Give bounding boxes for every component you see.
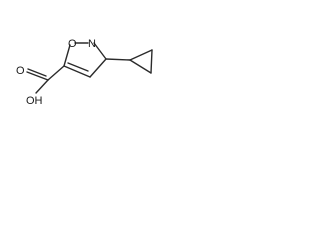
bond-cyclopropyl-b	[150, 49, 153, 74]
bond-c4-c5	[63, 65, 91, 78]
ring-nitrogen-label: N	[88, 38, 96, 50]
bond-c5-o1	[63, 44, 71, 67]
bond-cyclopropyl-a	[129, 49, 153, 61]
chemical-structure: O N O OH	[16, 38, 153, 107]
carboxyl-hydroxyl-label: OH	[26, 95, 43, 107]
bond-carbonyl-double	[27, 68, 47, 77]
bond-carboxyl-oh	[35, 79, 49, 94]
bond-c5-carboxyl	[47, 65, 65, 81]
carboxyl-carbonyl-oxygen-label: O	[16, 65, 25, 77]
bond-carbonyl	[26, 71, 49, 81]
bond-c3-cyclopropyl	[105, 58, 131, 61]
bond-c3-c4	[89, 58, 107, 78]
bond-n2-c3	[93, 42, 107, 60]
bond-cyclopropyl-c	[129, 59, 152, 74]
ring-oxygen-label: O	[68, 38, 77, 50]
bond-c4-c5-double	[67, 62, 89, 72]
